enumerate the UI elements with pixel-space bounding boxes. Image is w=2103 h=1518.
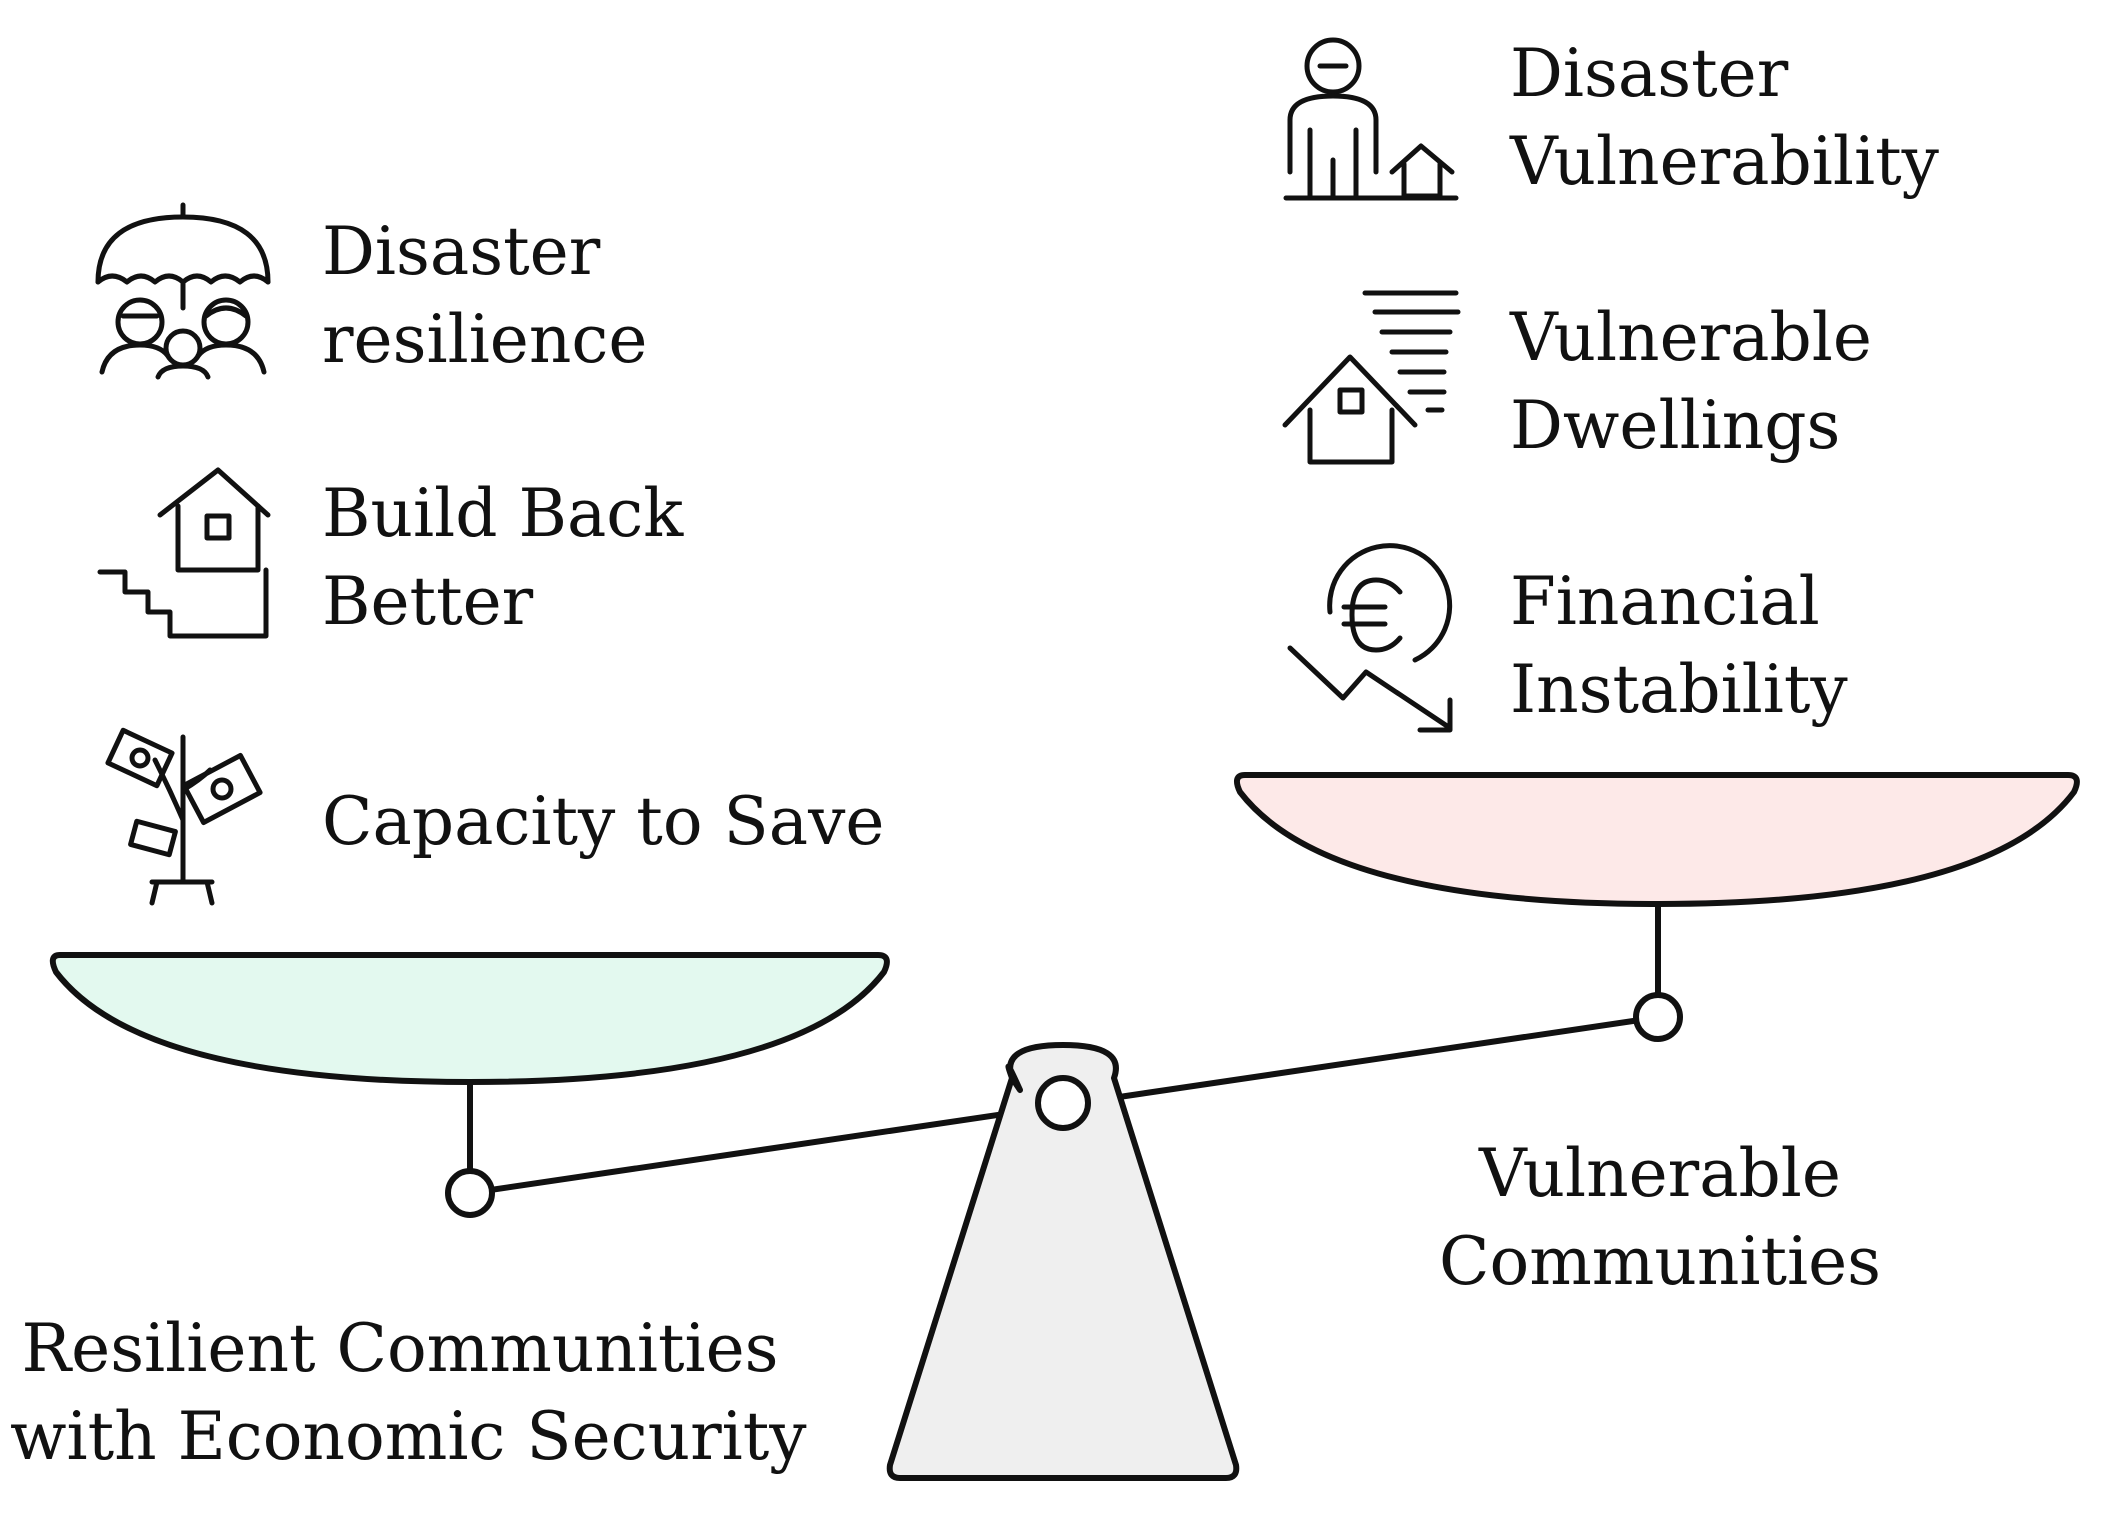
left-item-label: Better <box>322 563 534 640</box>
left-caption-line: Resilient Communities <box>21 1310 779 1387</box>
umbrella-people-icon <box>95 202 271 380</box>
left-item-label: Build Back <box>322 475 684 552</box>
left-item-label: Capacity to Save <box>322 783 885 860</box>
house-stairs-icon <box>97 467 271 639</box>
right-pivot <box>1633 992 1683 1042</box>
person-house-icon <box>1283 37 1459 201</box>
left-pivot <box>445 1168 495 1218</box>
right-item-vulnerable-dwellings: Vulnerable Dwellings <box>1510 294 1872 470</box>
right-item-label: Financial <box>1510 563 1820 640</box>
right-caption-line: Vulnerable <box>1479 1135 1841 1212</box>
right-item-label: Dwellings <box>1510 387 1841 464</box>
left-pan <box>49 952 890 1085</box>
right-caption-line: Communities <box>1438 1223 1882 1300</box>
fulcrum <box>886 1042 1240 1481</box>
left-item-label: Disaster <box>322 213 601 290</box>
right-pan <box>1233 772 2080 907</box>
fulcrum-pivot <box>1035 1075 1091 1131</box>
left-item-disaster-resilience: Disaster resilience <box>322 208 647 384</box>
left-item-capacity-to-save: Capacity to Save <box>322 778 884 866</box>
right-item-financial-instability: Financial Instability <box>1510 558 1848 734</box>
right-caption: Vulnerable Communities <box>1360 1130 1960 1306</box>
right-item-label: Instability <box>1510 651 1848 728</box>
right-item-disaster-vulnerability: Disaster Vulnerability <box>1510 30 1939 206</box>
euro-downtrend-icon <box>1287 543 1453 733</box>
left-item-build-back-better: Build Back Better <box>322 470 683 646</box>
left-item-label: resilience <box>322 301 648 378</box>
left-caption: Resilient Communities with Economic Secu… <box>10 1305 807 1481</box>
money-plant-icon <box>105 727 263 906</box>
right-item-label: Disaster <box>1510 35 1789 112</box>
house-storm-icon <box>1282 290 1461 465</box>
right-item-label: Vulnerable <box>1510 299 1872 376</box>
left-caption-line: with Economic Security <box>10 1398 807 1475</box>
right-item-label: Vulnerability <box>1510 123 1939 200</box>
